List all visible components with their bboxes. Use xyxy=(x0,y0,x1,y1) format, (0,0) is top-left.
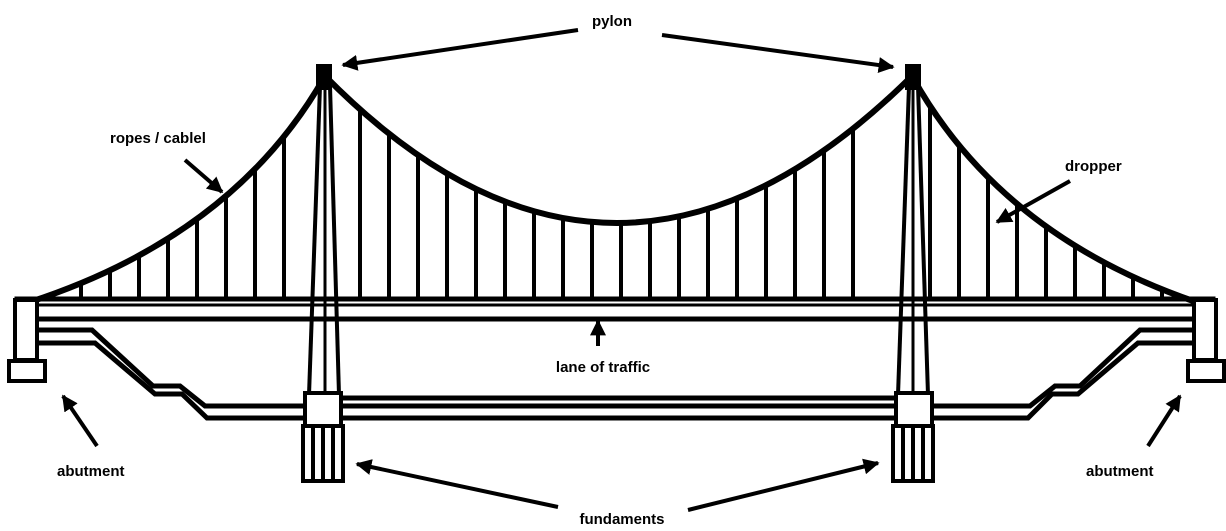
annotation-arrows xyxy=(61,28,1182,512)
main-cables xyxy=(29,73,1197,305)
pylon-arrow-left xyxy=(341,28,579,71)
dropper-arrow xyxy=(995,179,1071,224)
fundaments-label: fundaments xyxy=(579,511,664,528)
abutment-right-arrow xyxy=(1146,394,1182,448)
deck-beam xyxy=(14,296,1216,322)
pylon-arrow-right xyxy=(661,33,895,73)
fundaments-arrow-left xyxy=(355,459,559,509)
pylon-label: pylon xyxy=(592,13,632,30)
fundaments-arrow-right xyxy=(687,458,880,512)
pylon-left xyxy=(301,64,345,483)
abutment-left-label: abutment xyxy=(57,463,125,480)
abutment-right xyxy=(1186,298,1226,383)
abutment-right-label: abutment xyxy=(1086,463,1154,480)
main-cable-left-span xyxy=(29,74,328,305)
droppers xyxy=(50,105,1164,300)
ropes-arrow xyxy=(183,158,224,194)
ropes-label: ropes / cablel xyxy=(110,130,206,147)
deck xyxy=(14,296,1216,322)
main-cable-right-span xyxy=(909,74,1197,305)
pylon-right xyxy=(891,64,935,483)
abutment-left-arrow xyxy=(61,394,99,448)
main-cable-center-span xyxy=(322,73,915,226)
lane-label: lane of traffic xyxy=(556,359,650,376)
dropper-label: dropper xyxy=(1065,158,1122,175)
